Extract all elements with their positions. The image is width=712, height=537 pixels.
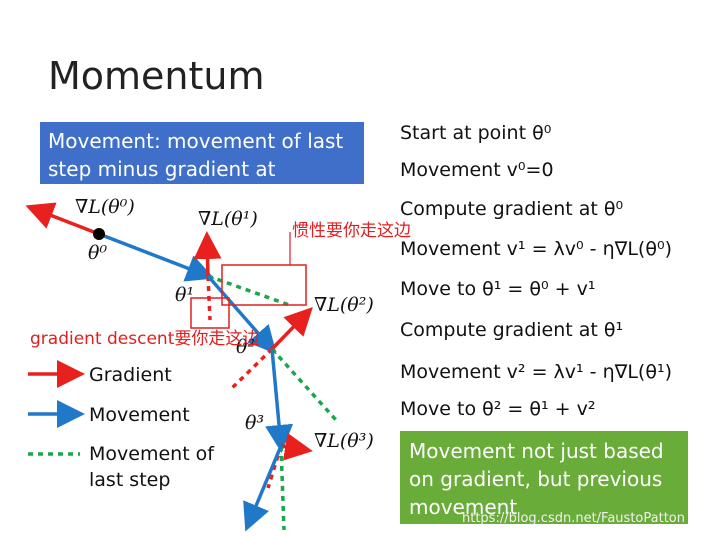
movement-arrow-4 [243,445,283,532]
movement-arrow-2 [206,274,277,355]
step-v1: Movement v¹ = λv⁰ - η∇L(θ⁰) [400,238,672,260]
page-title: Momentum [48,54,265,98]
gradient-arrow-3 [280,432,313,461]
gradient-arrow-1 [193,231,222,277]
step-grad0: Compute gradient at θ⁰ [400,198,624,220]
step-v0: Movement v⁰=0 [400,159,554,181]
movement-arrow-1 [98,232,215,282]
theta0-point [93,228,105,240]
inertia-highlight-box [221,264,307,306]
grad3-label: ∇L(θ³) [314,430,374,452]
step-move1: Move to θ¹ = θ⁰ + v¹ [400,278,596,300]
step-move2: Move to θ² = θ¹ + v² [400,398,596,420]
theta0-label: θ⁰ [88,242,108,264]
step-start: Start at point θ⁰ [400,122,552,144]
gradient-arrow-2 [270,306,313,351]
definition-box: Movement: movement of last step minus gr… [40,122,364,209]
watermark: https://blog.csdn.net/FaustoPatton [462,511,685,526]
theta3-label: θ³ [245,412,265,434]
legend-movement-label: Movement [89,404,190,426]
gradient-arrow-0 [25,202,100,236]
grad1-label: ∇L(θ¹) [198,208,258,230]
gradient-dotted-3 [266,445,283,489]
legend-last-step-label: Movement of last step [89,443,214,491]
theta1-label: θ¹ [175,284,195,306]
step-v2: Movement v² = λv¹ - η∇L(θ¹) [400,361,672,383]
gd-annotation: gradient descent要你走这边 [30,329,260,349]
note-box: Movement not just based on gradient, but… [400,431,688,524]
grad0-label: ∇L(θ⁰) [75,196,135,218]
step-grad1: Compute gradient at θ¹ [400,319,624,341]
theta2-label: θ² [236,336,256,358]
legend-gradient-label: Gradient [89,364,172,386]
grad2-label: ∇L(θ²) [314,294,374,316]
inertia-annotation: 惯性要你走这边 [292,221,411,241]
gd-highlight-box [190,297,230,329]
last-step-dotted-3 [279,445,286,531]
movement-arrow-3 [265,348,294,453]
last-step-dotted-2 [270,347,338,422]
